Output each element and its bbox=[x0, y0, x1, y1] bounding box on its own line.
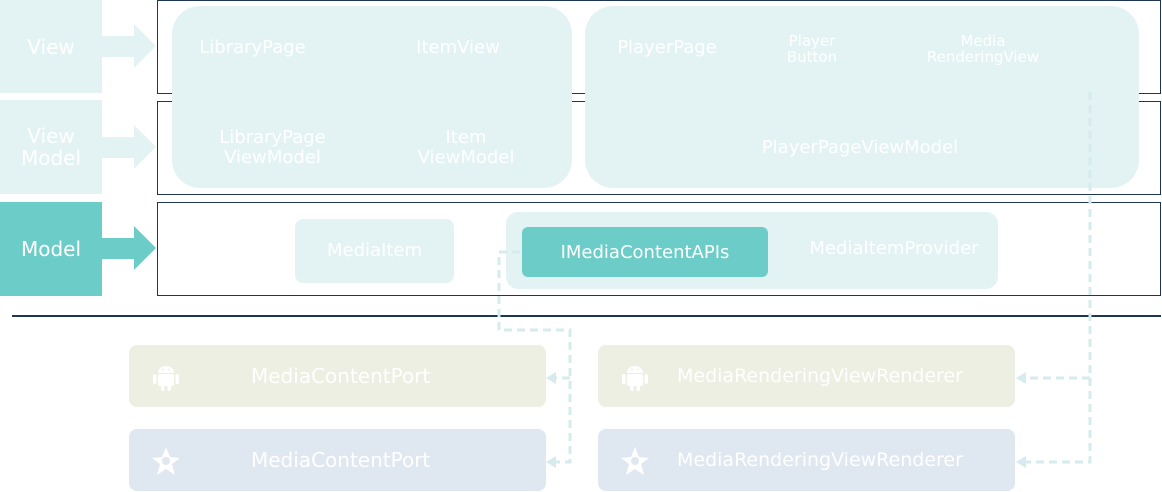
arrow-view bbox=[102, 24, 156, 68]
android-media-rendering-renderer: MediaRenderingViewRenderer bbox=[598, 345, 1015, 407]
arrowhead-android-renderer bbox=[1016, 372, 1026, 384]
windows-media-rendering-renderer: MediaRenderingViewRenderer bbox=[598, 429, 1015, 491]
item-view-node: ItemView bbox=[398, 36, 518, 60]
library-page-label: LibraryPage bbox=[199, 37, 306, 58]
layer-label-viewmodel: View Model bbox=[0, 100, 102, 194]
layer-model-text: Model bbox=[20, 237, 82, 261]
layer-viewmodel-text-1: View bbox=[27, 124, 75, 148]
media-item-provider-node: MediaItemProvider bbox=[790, 237, 998, 261]
media-rendering-view-node: Media RenderingView bbox=[910, 32, 1056, 66]
android-renderer-label: MediaRenderingViewRenderer bbox=[677, 365, 963, 387]
media-content-apis-node: IMediaContentAPIs bbox=[522, 227, 768, 277]
connector-rendering-to-renderers bbox=[1022, 92, 1092, 464]
android-icon bbox=[622, 366, 648, 391]
android-port-label: MediaContentPort bbox=[251, 364, 431, 388]
arrowhead-windows-renderer bbox=[1016, 456, 1026, 468]
media-rendering-label-1: Media bbox=[960, 32, 1006, 50]
windows-renderer-label: MediaRenderingViewRenderer bbox=[677, 449, 963, 471]
player-button-node: Player Button bbox=[770, 32, 854, 66]
player-group bbox=[585, 6, 1139, 188]
media-item-node: MediaItem bbox=[295, 219, 454, 283]
player-button-label-2: Button bbox=[786, 48, 838, 66]
android-icon bbox=[153, 366, 179, 391]
player-page-viewmodel-node: PlayerPageViewModel bbox=[720, 136, 1000, 160]
player-page-label: PlayerPage bbox=[617, 37, 717, 58]
connector-apis-to-ports bbox=[497, 250, 572, 464]
item-viewmodel-node: Item ViewModel bbox=[405, 127, 527, 169]
library-vm-label-2: ViewModel bbox=[224, 147, 321, 168]
arrow-model bbox=[102, 226, 156, 270]
library-page-viewmodel-node: LibraryPage ViewModel bbox=[200, 127, 345, 169]
library-page-node: LibraryPage bbox=[180, 36, 325, 60]
android-media-content-port: MediaContentPort bbox=[129, 345, 546, 407]
media-item-provider-label: MediaItemProvider bbox=[809, 238, 979, 259]
library-group bbox=[172, 6, 572, 188]
layer-viewmodel-text-2: Model bbox=[20, 146, 82, 170]
library-vm-label-1: LibraryPage bbox=[219, 127, 326, 148]
media-item-label: MediaItem bbox=[326, 240, 423, 261]
item-vm-label-2: ViewModel bbox=[417, 147, 515, 168]
item-vm-label-1: Item bbox=[445, 127, 487, 148]
player-button-label-1: Player bbox=[788, 32, 836, 50]
arrow-viewmodel bbox=[102, 125, 156, 169]
media-content-apis-label: IMediaContentAPIs bbox=[560, 241, 730, 263]
windows-media-content-port: MediaContentPort bbox=[129, 429, 546, 491]
layer-label-model: Model bbox=[0, 202, 102, 296]
player-vm-label: PlayerPageViewModel bbox=[761, 137, 959, 158]
layer-arrows bbox=[102, 24, 156, 270]
windows-star-icon bbox=[152, 447, 180, 475]
arrowhead-windows-port bbox=[546, 456, 556, 468]
windows-port-label: MediaContentPort bbox=[251, 448, 431, 472]
layer-label-view: View bbox=[0, 0, 102, 93]
item-view-label: ItemView bbox=[416, 37, 500, 58]
layer-view-text: View bbox=[27, 34, 75, 59]
platform-divider bbox=[12, 315, 1161, 317]
windows-star-icon bbox=[621, 447, 649, 475]
media-rendering-label-2: RenderingView bbox=[926, 48, 1040, 66]
arrowhead-android-port bbox=[546, 372, 556, 384]
player-page-node: PlayerPage bbox=[603, 36, 731, 60]
